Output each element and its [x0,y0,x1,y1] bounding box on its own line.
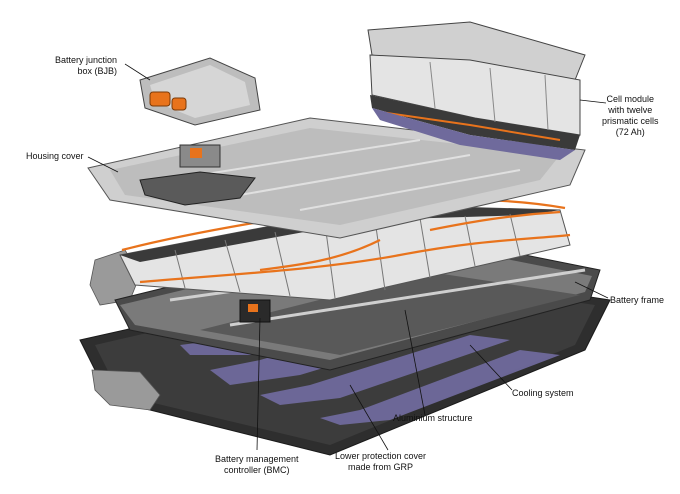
label-line: Battery frame [610,295,665,305]
label-bmc: Battery management controller (BMC) [215,454,299,476]
label-line: Cell module [606,94,655,104]
label-line: Lower protection cover [335,451,427,461]
label-cooling-system: Cooling system [512,388,574,399]
label-battery-junction-box: Battery junction box (BJB) [55,55,117,77]
label-line: Battery junction [55,55,118,65]
cell-module-exploded [367,21,586,160]
label-housing-cover: Housing cover [26,151,84,162]
label-line: box (BJB) [77,66,118,76]
label-line: controller (BMC) [224,465,290,475]
label-line: Housing cover [26,151,84,161]
label-line: prismatic cells [602,116,659,126]
label-cell-module: Cell module with twelve prismatic cells … [602,94,659,138]
label-line: with twelve [608,105,653,115]
label-line: Battery management [215,454,299,464]
label-line: made from GRP [348,462,414,472]
bmc-unit [239,299,271,323]
label-line: (72 Ah) [615,127,645,137]
label-battery-frame: Battery frame [610,295,664,306]
label-line: Aluminium structure [393,413,473,423]
battery-junction-box [139,57,261,126]
label-aluminium-structure: Aluminium structure [393,413,473,424]
label-line: Cooling system [512,388,574,398]
leader-lines [87,63,609,451]
label-lower-protection-cover: Lower protection cover made from GRP [335,451,426,473]
housing-cover [87,117,586,239]
